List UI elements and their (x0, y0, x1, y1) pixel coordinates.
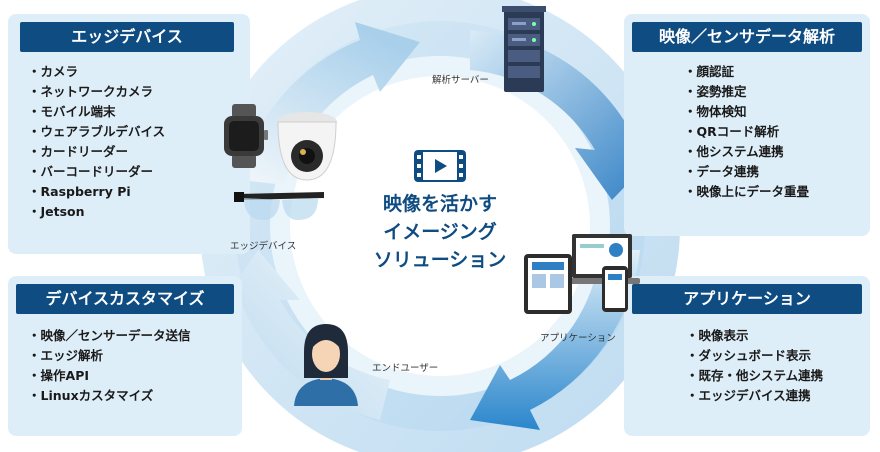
center-title: 映像を活かす イメージング ソリューション (352, 190, 528, 274)
center-title-line: イメージング (383, 221, 497, 243)
list-item: 映像上にデータ重畳 (684, 182, 810, 202)
center-title-line: ソリューション (373, 249, 507, 271)
list-item: ダッシュボード表示 (686, 346, 823, 366)
list-item: 既存・他システム連携 (686, 366, 824, 386)
dome-camera-icon (272, 108, 342, 186)
list-item: カメラ (28, 62, 165, 82)
smart-glasses-icon (234, 186, 326, 226)
server-label: 解析サーバー (432, 75, 489, 86)
smartwatch-icon (218, 104, 270, 168)
list-item: ウェアラブルデバイス (28, 122, 166, 142)
center-title-line: 映像を活かす (382, 193, 497, 215)
app-label: アプリケーション (540, 333, 616, 344)
panel-title: アプリケーション (632, 284, 862, 314)
list-item: エッジデバイス連携 (686, 386, 823, 406)
user-label: エンドユーザー (372, 363, 439, 374)
item-list: 映像表示ダッシュボード表示既存・他システム連携エッジデバイス連携 (686, 326, 824, 406)
list-item: 操作API (28, 366, 191, 386)
list-item: 姿勢推定 (684, 82, 809, 102)
list-item: QRコード解析 (684, 122, 809, 142)
list-item: エッジ解析 (28, 346, 191, 366)
item-list: カメラネットワークカメラモバイル端末ウェアラブルデバイスカードリーダーバーコード… (28, 62, 166, 222)
list-item: Linuxカスタマイズ (28, 386, 191, 406)
list-item: バーコードリーダー (28, 162, 165, 182)
devices-icon (522, 232, 642, 316)
list-item: データ連携 (684, 162, 809, 182)
panel-edge-devices: エッジデバイス カメラネットワークカメラモバイル端末ウェアラブルデバイスカードリ… (8, 14, 250, 254)
list-item: モバイル端末 (28, 102, 165, 122)
server-icon (498, 6, 550, 94)
list-item: 他システム連携 (684, 142, 809, 162)
list-item: 物体検知 (684, 102, 809, 122)
panel-title: 映像／センサデータ解析 (632, 22, 862, 52)
list-item: 顔認証 (684, 62, 809, 82)
edge-label: エッジデバイス (230, 241, 297, 252)
user-icon (292, 318, 360, 406)
panel-analysis: 映像／センサデータ解析 顔認証姿勢推定物体検知QRコード解析他システム連携データ… (624, 14, 870, 236)
list-item: Jetson (28, 202, 165, 222)
video-icon (414, 150, 466, 182)
panel-device-custom: デバイスカスタマイズ 映像／センサーデータ送信エッジ解析操作APILinuxカス… (8, 276, 242, 436)
arrow-bottom-right (470, 250, 640, 430)
list-item: 映像表示 (686, 326, 823, 346)
list-item: 映像／センサーデータ送信 (28, 326, 191, 346)
list-item: Raspberry Pi (28, 182, 165, 202)
list-item: カードリーダー (28, 142, 165, 162)
panel-application: アプリケーション 映像表示ダッシュボード表示既存・他システム連携エッジデバイス連… (624, 276, 870, 436)
item-list: 顔認証姿勢推定物体検知QRコード解析他システム連携データ連携映像上にデータ重畳 (684, 62, 810, 202)
item-list: 映像／センサーデータ送信エッジ解析操作APILinuxカスタマイズ (28, 326, 191, 406)
panel-title: エッジデバイス (20, 22, 234, 52)
list-item: ネットワークカメラ (28, 82, 165, 102)
panel-title: デバイスカスタマイズ (16, 284, 234, 314)
